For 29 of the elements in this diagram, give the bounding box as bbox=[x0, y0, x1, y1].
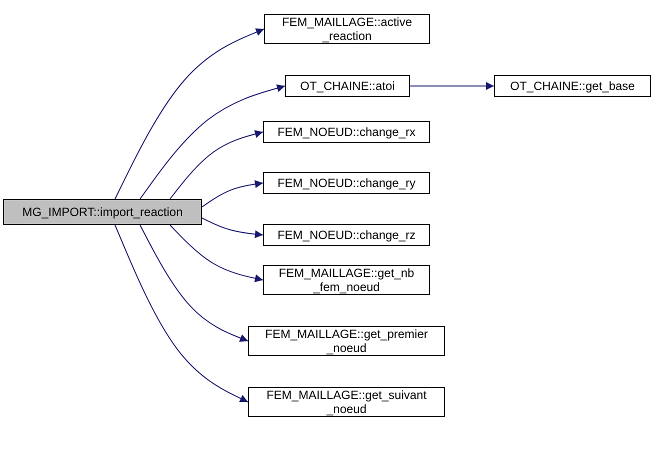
function-name: FEM_MAILLAGE::get_suivant _noeud bbox=[266, 388, 427, 416]
function-name: FEM_MAILLAGE::get_nb _fem_noeud bbox=[278, 266, 414, 294]
function-box bbox=[248, 387, 445, 417]
call-arrow bbox=[170, 130, 264, 200]
function-name: OT_CHAINE::get_base bbox=[510, 79, 635, 93]
function-box bbox=[263, 121, 430, 143]
function-box bbox=[264, 14, 430, 44]
call-arrow bbox=[140, 84, 286, 200]
function-name: MG_IMPORT::import_reaction bbox=[22, 205, 183, 219]
function-name: FEM_MAILLAGE::active _reaction bbox=[280, 15, 414, 43]
function-box bbox=[248, 326, 445, 356]
function-name: FEM_MAILLAGE::get_premier _noeud bbox=[265, 327, 428, 355]
function-name: OT_CHAINE::atoi bbox=[300, 79, 395, 93]
function-box bbox=[285, 75, 410, 97]
function-box bbox=[263, 172, 430, 194]
call-arrow bbox=[114, 28, 264, 200]
function-name: FEM_NOEUD::change_ry bbox=[277, 176, 416, 190]
function-name: FEM_NOEUD::change_rz bbox=[277, 228, 416, 242]
call-arrow bbox=[202, 218, 264, 238]
function-box bbox=[263, 224, 430, 246]
function-box bbox=[263, 265, 430, 295]
call-arrow bbox=[114, 224, 248, 402]
function-box bbox=[494, 75, 651, 97]
call-arrow bbox=[410, 82, 494, 90]
function-name: FEM_NOEUD::change_rx bbox=[277, 125, 416, 139]
function-box bbox=[3, 199, 202, 225]
call-arrow bbox=[202, 180, 264, 208]
call-arrow bbox=[140, 224, 248, 342]
call-arrow bbox=[170, 224, 264, 282]
